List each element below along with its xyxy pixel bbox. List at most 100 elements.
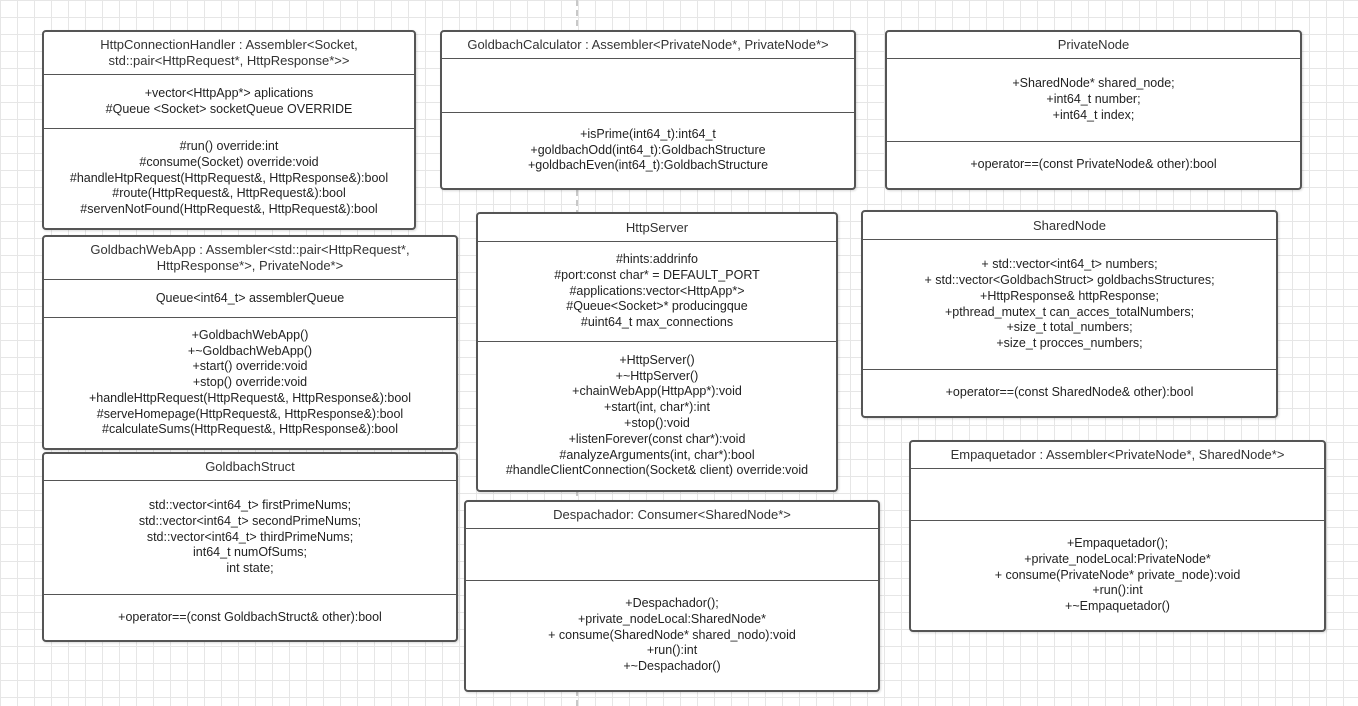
attribute: #uint64_t max_connections [580,315,734,330]
attribute: int state; [226,561,274,576]
class-box-goldbachstruct[interactable]: GoldbachStruct std::vector<int64_t> firs… [42,452,458,642]
class-box-sharednode[interactable]: SharedNode + std::vector<int64_t> number… [861,210,1278,418]
attribute: #Queue<Socket>* producingque [566,299,748,314]
class-name-line: HttpServer [625,219,689,235]
method: +start(int, char*):int [604,400,710,415]
method: +run():int [1092,583,1143,598]
method: +HttpServer() [619,352,695,367]
attribute: +size_t total_numbers; [1006,320,1133,335]
attribute: #Queue <Socket> socketQueue OVERRIDE [105,101,353,116]
methods-section: +Empaquetador(); +private_nodeLocal:Priv… [911,520,1324,630]
class-box-httpserver[interactable]: HttpServer #hints:addrinfo #port:const c… [476,212,838,492]
class-box-goldbachwebapp[interactable]: GoldbachWebApp : Assembler<std::pair<Htt… [42,235,458,450]
attribute: Queue<int64_t> assemblerQueue [155,290,345,305]
methods-section: +GoldbachWebApp() +~GoldbachWebApp() +st… [44,317,456,448]
method: +isPrime(int64_t):int64_t [580,126,716,141]
methods-section: #run() override:int #consume(Socket) ove… [44,128,414,228]
attributes-section: Queue<int64_t> assemblerQueue [44,279,456,317]
methods-section: +isPrime(int64_t):int64_t +goldbachOdd(i… [442,112,854,188]
class-name: Empaquetador : Assembler<PrivateNode*, S… [911,442,1324,468]
class-name: SharedNode [863,212,1276,239]
attribute: +HttpResponse& httpResponse; [980,288,1159,303]
method: +chainWebApp(HttpApp*):void [572,384,742,399]
method: #handleHtpRequest(HttpRequest&, HttpResp… [69,170,389,185]
method: +~HttpServer() [615,368,699,383]
class-name: GoldbachCalculator : Assembler<PrivateNo… [442,32,854,58]
method: +operator==(const PrivateNode& other):bo… [970,157,1217,172]
method: +operator==(const GoldbachStruct& other)… [118,609,382,624]
attributes-section: +vector<HttpApp*> aplications #Queue <So… [44,74,414,128]
method: +goldbachOdd(int64_t):GoldbachStructure [530,142,766,157]
method: +private_nodeLocal:PrivateNode* [1024,551,1211,566]
class-name-line: GoldbachStruct [205,459,295,474]
class-box-empaquetador[interactable]: Empaquetador : Assembler<PrivateNode*, S… [909,440,1326,632]
attribute: + std::vector<GoldbachStruct> goldbachsS… [924,272,1215,287]
attributes-section: + std::vector<int64_t> numbers; + std::v… [863,239,1276,369]
methods-section: +operator==(const PrivateNode& other):bo… [887,141,1300,188]
method: #calculateSums(HttpRequest&, HttpRespons… [102,422,398,437]
attribute: std::vector<int64_t> firstPrimeNums; [148,498,352,512]
method: +stop() override:void [192,375,308,390]
attribute: +SharedNode* shared_node; [1012,76,1175,91]
attribute: + std::vector<int64_t> numbers; [981,257,1158,272]
method: +~GoldbachWebApp() [187,343,313,358]
class-name-line: SharedNode [1033,217,1106,233]
class-name: HttpServer [478,214,836,241]
attribute: #hints:addrinfo [615,252,698,266]
method: +handleHttpRequest(HttpRequest&, HttpRes… [88,390,412,405]
method: #handleClientConnection(Socket& client) … [505,463,809,478]
class-name-line: HttpResponse*>, PrivateNode*> [156,258,344,273]
methods-section: +operator==(const SharedNode& other):boo… [863,369,1276,416]
class-name: HttpConnectionHandler : Assembler<Socket… [44,32,414,74]
method: +operator==(const SharedNode& other):boo… [945,385,1194,400]
attribute: #applications:vector<HttpApp*> [569,283,745,298]
methods-section: +HttpServer() +~HttpServer() +chainWebAp… [478,341,836,490]
class-name-line: HttpConnectionHandler : Assembler<Socket… [100,37,358,52]
attribute: #port:const char* = DEFAULT_PORT [554,267,760,282]
method: +Despachador(); [625,596,719,610]
method: +Empaquetador(); [1066,536,1169,550]
attribute: std::vector<int64_t> thirdPrimeNums; [146,529,354,544]
method: +GoldbachWebApp() [191,327,309,342]
class-name-line: std::pair<HttpRequest*, HttpResponse*>> [108,53,350,68]
attribute: +vector<HttpApp*> aplications [144,85,314,100]
class-name-line: Despachador: Consumer<SharedNode*> [553,507,791,522]
method: + consume(PrivateNode* private_node):voi… [994,567,1241,582]
attribute: +int64_t index; [1052,107,1135,122]
attributes-section: std::vector<int64_t> firstPrimeNums; std… [44,480,456,594]
class-name: GoldbachStruct [44,454,456,480]
method: #run() override:int [179,139,279,153]
attributes-section: #hints:addrinfo #port:const char* = DEFA… [478,241,836,341]
method: +stop():void [624,416,690,430]
method: +goldbachEven(int64_t):GoldbachStructure [527,158,769,173]
attributes-section: +SharedNode* shared_node; +int64_t numbe… [887,58,1300,141]
attributes-section [911,468,1324,520]
class-box-goldbachcalculator[interactable]: GoldbachCalculator : Assembler<PrivateNo… [440,30,856,190]
method: +listenForever(const char*):void [568,431,746,446]
class-name-line: PrivateNode [1057,37,1130,52]
method: +run():int [646,643,698,658]
class-box-despachador[interactable]: Despachador: Consumer<SharedNode*> +Desp… [464,500,880,692]
method: #consume(Socket) override:void [139,154,319,169]
class-box-privatenode[interactable]: PrivateNode +SharedNode* shared_node; +i… [885,30,1302,190]
attributes-section [442,58,854,112]
method: +private_nodeLocal:SharedNode* [578,611,766,626]
method: #route(HttpRequest&, HttpRequest&):bool [112,186,346,201]
method: #serveHomepage(HttpRequest&, HttpRespons… [96,406,404,421]
class-name: PrivateNode [887,32,1300,58]
class-box-httpconnectionhandler[interactable]: HttpConnectionHandler : Assembler<Socket… [42,30,416,230]
class-name: GoldbachWebApp : Assembler<std::pair<Htt… [44,237,456,279]
class-name-line: Empaquetador : Assembler<PrivateNode*, S… [950,447,1285,462]
class-name-line: GoldbachWebApp : Assembler<std::pair<Htt… [90,242,410,257]
methods-section: +Despachador(); +private_nodeLocal:Share… [466,580,878,690]
attribute: std::vector<int64_t> secondPrimeNums; [138,513,362,528]
method: +start() override:void [192,359,308,374]
method: +~Empaquetador() [1065,599,1170,614]
method: #servenNotFound(HttpRequest&, HttpReques… [80,202,378,217]
method: #analyzeArguments(int, char*):bool [559,447,755,462]
attribute: int64_t numOfSums; [193,545,307,560]
class-name: Despachador: Consumer<SharedNode*> [466,502,878,528]
method: +~Despachador() [623,659,721,674]
method: + consume(SharedNode* shared_nodo):void [548,627,796,642]
methods-section: +operator==(const GoldbachStruct& other)… [44,594,456,640]
